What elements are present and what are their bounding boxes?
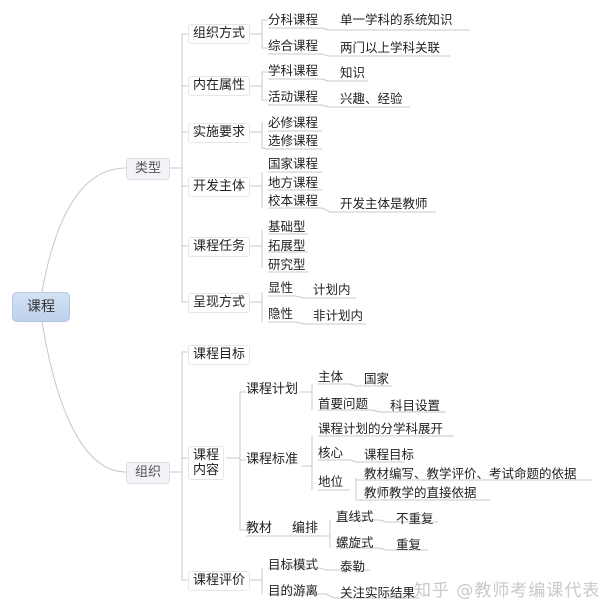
note-implicit: 非计划内 xyxy=(313,308,364,323)
leaf-linear[interactable]: 直线式 xyxy=(336,509,374,524)
branch-organization[interactable]: 组织 xyxy=(126,462,171,484)
leaf-local-curriculum[interactable]: 地方课程 xyxy=(268,175,319,190)
leaf-spiral[interactable]: 螺旋式 xyxy=(336,535,374,550)
note-status-2: 教师教学的直接依据 xyxy=(364,485,477,500)
leaf-plan-subject[interactable]: 主体 xyxy=(318,369,344,384)
root-node[interactable]: 课程 xyxy=(12,292,70,322)
branch-types[interactable]: 类型 xyxy=(126,158,171,180)
node-curriculum-goal[interactable]: 课程目标 xyxy=(188,345,251,365)
leaf-standard-expansion[interactable]: 课程计划的分学科展开 xyxy=(318,421,444,436)
note-goal-free: 关注实际结果 xyxy=(340,585,416,600)
node-intrinsic-attribute[interactable]: 内在属性 xyxy=(188,76,251,96)
leaf-integrated-curriculum[interactable]: 综合课程 xyxy=(268,38,319,53)
leaf-activity-curriculum[interactable]: 活动课程 xyxy=(268,89,319,104)
leaf-school-curriculum[interactable]: 校本课程 xyxy=(268,193,319,208)
note-primary-issue: 科目设置 xyxy=(390,398,441,413)
node-curriculum-standard[interactable]: 课程标准 xyxy=(246,452,299,467)
node-curriculum-evaluation[interactable]: 课程评价 xyxy=(188,571,251,591)
watermark: 知乎 @教师考编课代表 xyxy=(414,581,601,601)
leaf-national-curriculum[interactable]: 国家课程 xyxy=(268,156,319,171)
node-textbook[interactable]: 教材 xyxy=(246,521,273,536)
note-linear: 不重复 xyxy=(396,511,434,526)
leaf-primary-issue[interactable]: 首要问题 xyxy=(318,396,369,411)
leaf-implicit[interactable]: 隐性 xyxy=(268,306,294,321)
note-core: 课程目标 xyxy=(364,447,415,462)
node-development-subject[interactable]: 开发主体 xyxy=(188,177,251,197)
leaf-goal-free[interactable]: 目的游离 xyxy=(268,583,319,598)
leaf-research-type[interactable]: 研究型 xyxy=(268,257,306,272)
note-spiral: 重复 xyxy=(396,537,422,552)
leaf-goal-model[interactable]: 目标模式 xyxy=(268,557,319,572)
note-integrated-curriculum: 两门以上学科关联 xyxy=(340,40,441,55)
note-explicit: 计划内 xyxy=(313,282,351,297)
note-plan-subject: 国家 xyxy=(364,371,390,386)
node-presentation-mode[interactable]: 呈现方式 xyxy=(188,293,251,313)
leaf-explicit[interactable]: 显性 xyxy=(268,280,294,295)
note-school-curriculum: 开发主体是教师 xyxy=(340,196,428,211)
leaf-extended-type[interactable]: 拓展型 xyxy=(268,238,306,253)
note-goal-model: 泰勒 xyxy=(340,559,366,574)
leaf-discipline-curriculum[interactable]: 学科课程 xyxy=(268,63,319,78)
node-arrangement[interactable]: 编排 xyxy=(292,521,319,536)
curriculum-content-line1: 课程 xyxy=(193,448,220,463)
node-curriculum-task[interactable]: 课程任务 xyxy=(188,237,251,257)
note-activity-curriculum: 兴趣、经验 xyxy=(340,91,403,106)
leaf-subject-curriculum[interactable]: 分科课程 xyxy=(268,12,319,27)
node-organization-method[interactable]: 组织方式 xyxy=(188,24,251,44)
leaf-basic-type[interactable]: 基础型 xyxy=(268,219,306,234)
leaf-elective-course[interactable]: 选修课程 xyxy=(268,133,319,148)
node-curriculum-plan[interactable]: 课程计划 xyxy=(246,382,299,397)
leaf-status[interactable]: 地位 xyxy=(318,474,344,489)
leaf-required-course[interactable]: 必修课程 xyxy=(268,115,319,130)
curriculum-content-line2: 内容 xyxy=(193,463,220,478)
leaf-core[interactable]: 核心 xyxy=(318,445,344,460)
node-implementation-requirement[interactable]: 实施要求 xyxy=(188,123,251,143)
node-curriculum-content[interactable]: 课程 内容 xyxy=(188,446,225,480)
note-discipline-curriculum: 知识 xyxy=(340,65,366,80)
note-subject-curriculum: 单一学科的系统知识 xyxy=(340,12,453,27)
note-status-1: 教材编写、教学评价、考试命题的依据 xyxy=(364,466,577,481)
